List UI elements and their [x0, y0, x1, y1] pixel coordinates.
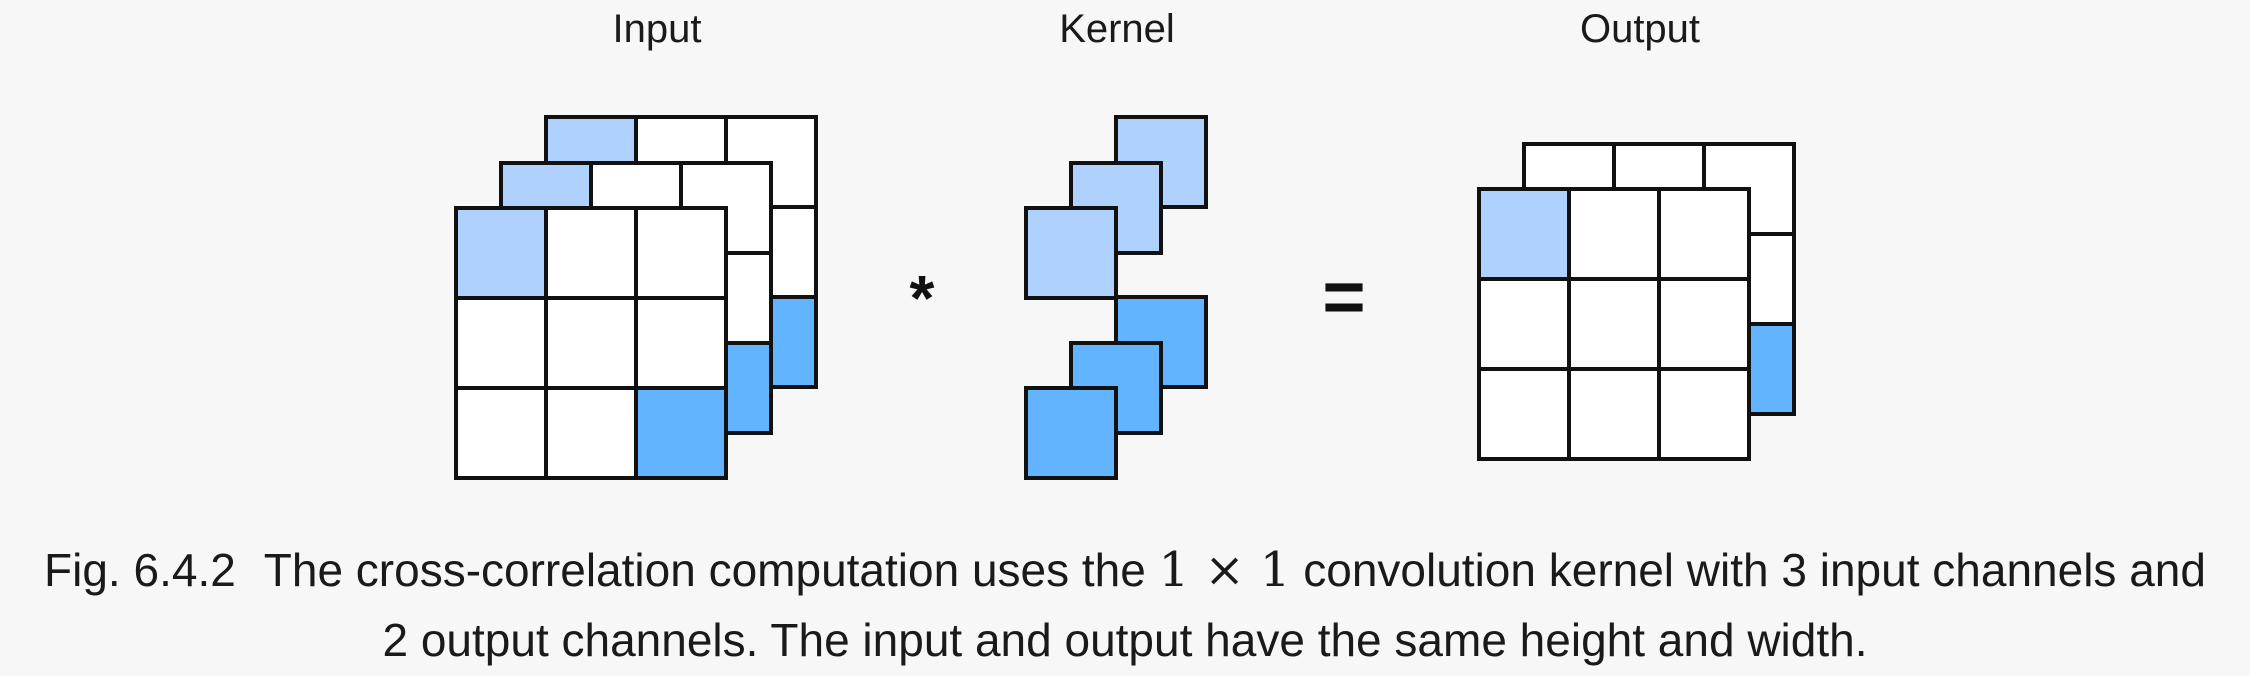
caption-math: 1 × 1 [1158, 542, 1291, 598]
output-ch1-cell [1657, 277, 1751, 371]
input-ch1-cell [544, 386, 638, 480]
convolution-operator: * [910, 262, 935, 334]
caption-line-1: Fig. 6.4.2 The cross-correlation computa… [0, 535, 2250, 605]
output-label: Output [1580, 7, 1700, 51]
input-ch1-cell [634, 386, 728, 480]
input-ch1-cell [634, 206, 728, 300]
output-ch1-cell [1567, 277, 1661, 371]
caption-fig-number: Fig. 6.4.2 [44, 544, 236, 596]
caption-line-2: 2 output channels. The input and output … [382, 614, 1868, 666]
input-ch1-cell [454, 296, 548, 390]
output-channel-1 [1477, 187, 1751, 461]
kernel-cell-dark [1024, 386, 1118, 480]
kernel-output-channel-1 [1024, 115, 1208, 300]
input-ch1-cell [544, 206, 638, 300]
output-ch1-cell [1477, 277, 1571, 371]
output-ch1-cell [1657, 367, 1751, 461]
input-ch1-cell [454, 206, 548, 300]
output-ch1-cell [1477, 187, 1571, 281]
caption-text-before-math: The cross-correlation computation uses t… [263, 544, 1146, 596]
input-label: Input [613, 7, 702, 51]
output-ch1-cell [1567, 187, 1661, 281]
input-ch1-cell [544, 296, 638, 390]
kernel-cell-light [1024, 206, 1118, 300]
output-ch1-cell [1567, 367, 1661, 461]
figure-caption: Fig. 6.4.2 The cross-correlation computa… [0, 535, 2250, 675]
input-ch1-cell [454, 386, 548, 480]
input-ch1-cell [634, 296, 728, 390]
caption-text-after-math: convolution kernel with 3 input channels… [1303, 544, 2206, 596]
convolution-diagram: Input Kernel Output * [454, 7, 1796, 480]
input-channel-1 [454, 206, 728, 480]
output-ch1-cell [1657, 187, 1751, 281]
output-ch1-cell [1477, 367, 1571, 461]
kernel-output-channel-2 [1024, 295, 1208, 480]
kernel-label: Kernel [1059, 7, 1175, 51]
equals-operator: = [1322, 255, 1365, 338]
